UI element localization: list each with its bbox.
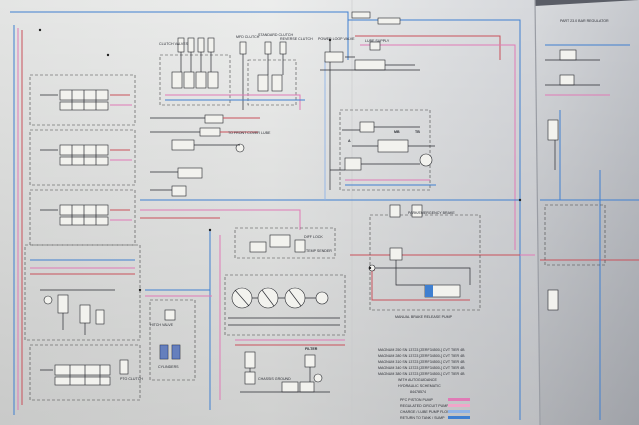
model-line-4: MAGNUM 340 SN 13723 [ZERF34500-] CVT TIE…: [378, 366, 465, 370]
label-manual-brake: MANUAL BRAKE RELEASE PUMP: [395, 315, 453, 319]
legend-label-4: RETURN TO TANK / SUMP: [400, 416, 445, 420]
label-filter: FILTER: [305, 347, 318, 351]
power-loop-valve-group: [320, 11, 436, 191]
label-mfd: MFD CLUTCH: [236, 35, 260, 39]
legend: PFC PISTON PUMP REGULATED CIRCUIT PUMP C…: [400, 398, 470, 420]
label-tb: TB: [415, 130, 420, 134]
model-line-2: MAGNUM 280 SN 13723 [ZERF34500-] CVT TIE…: [378, 354, 465, 358]
model-line-5: MAGNUM 380 SN 13723 [ZERF34500-] CVT TIE…: [378, 372, 465, 376]
model-line-1: MAGNUM 250 SN 13723 [ZERF34500-] CVT TIE…: [378, 348, 465, 352]
hydraulic-lines: [10, 11, 639, 420]
label-a: A: [348, 139, 351, 143]
legend-swatch-2: [448, 404, 470, 407]
right-sheet-components: [544, 49, 606, 311]
legend-swatch-1: [448, 398, 470, 401]
title-block: MAGNUM 250 SN 13723 [ZERF34500-] CVT TIE…: [378, 348, 465, 394]
title-part-no: 84478574: [410, 390, 426, 394]
left-valve-stack: [24, 74, 141, 401]
title-subtitle-2: HYDRAULIC SCHEMATIC: [398, 384, 441, 388]
clutch-valves: [150, 37, 305, 197]
pump-group: [149, 227, 346, 393]
label-chassis-ground: CHASSIS GROUND: [258, 377, 291, 381]
label-power-loop: POWER LOOP VALVE: [318, 37, 355, 41]
label-pto-clutch: PTO CLUTCH: [120, 377, 143, 381]
label-park-brake: PARK/EMERGENCY BRAKE: [408, 211, 455, 215]
title-subtitle-1: WITH AUTOGUIDANCE: [398, 378, 437, 382]
label-standard-clutch: STANDARD CLUTCH: [258, 33, 293, 37]
label-diff-lock: DIFF LOCK: [304, 235, 323, 239]
model-line-3: MAGNUM 310 SN 13723 [ZERF34500-] CVT TIE…: [378, 360, 465, 364]
legend-label-3: CHARGE / LUBE PUMP FLOW: [400, 410, 451, 414]
label-reverse-clutch: REVERSE CLUTCH: [280, 37, 313, 41]
legend-label-1: PFC PISTON PUMP: [400, 398, 433, 402]
label-cylinders: CYLINDERS: [158, 365, 179, 369]
label-regulator: PART 23.0 BAR REGULATOR: [560, 19, 609, 23]
schematic-labels: CLUTCH VALVES MFD CLUTCH STANDARD CLUTCH…: [120, 19, 609, 381]
legend-swatch-3: [448, 410, 470, 413]
label-front-cover: TO FRONT COVER LUBE: [228, 131, 271, 135]
label-hitch-valve: HITCH VALVE: [150, 323, 174, 327]
label-clutch-valves: CLUTCH VALVES: [159, 42, 189, 46]
label-lube-supply: LUBE SUPPLY: [365, 39, 390, 43]
legend-label-2: REGULATED CIRCUIT PUMP: [400, 404, 449, 408]
legend-swatch-4: [448, 416, 470, 419]
connector-dots: [38, 28, 522, 292]
label-mb: MB: [394, 130, 400, 134]
label-temp-sender: TEMP SENDER: [306, 249, 332, 253]
